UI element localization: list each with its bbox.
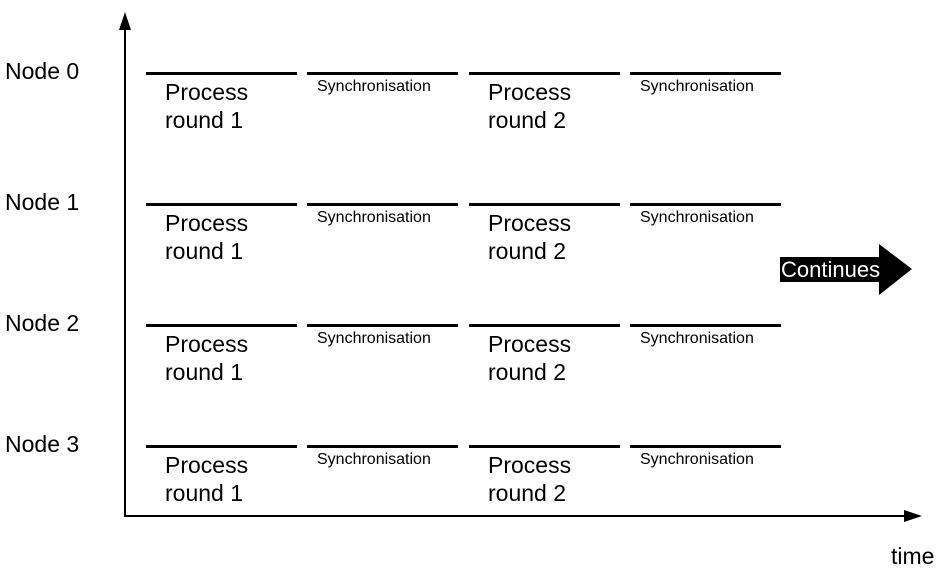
segment-line [307, 445, 458, 448]
segment-line [630, 72, 781, 75]
process-round-label: Process round 2 [488, 452, 572, 506]
x-axis-label: time [891, 543, 935, 569]
segment-line [146, 203, 297, 206]
segment-line [307, 203, 458, 206]
segment-line [146, 324, 297, 327]
node-label: Node 1 [5, 189, 80, 215]
segment-line [469, 324, 620, 327]
process-round-label: Process round 1 [165, 79, 249, 133]
x-axis-arrowhead [904, 510, 922, 522]
node-label: Node 2 [5, 310, 80, 336]
process-round-label: Process round 1 [165, 452, 249, 506]
synchronisation-label: Synchronisation [317, 330, 431, 347]
synchronisation-label: Synchronisation [640, 209, 754, 226]
continues-label: Continues [781, 257, 881, 282]
segment-line [469, 203, 620, 206]
process-round-label: Process round 1 [165, 331, 249, 385]
process-round-label: Process round 2 [488, 79, 572, 133]
process-round-label: Process round 1 [165, 210, 249, 264]
synchronisation-label: Synchronisation [640, 451, 754, 468]
segment-line [146, 72, 297, 75]
process-round-label: Process round 2 [488, 210, 572, 264]
continues-arrow [780, 244, 912, 295]
synchronisation-label: Synchronisation [317, 209, 431, 226]
segment-line [307, 72, 458, 75]
synchronisation-label: Synchronisation [640, 330, 754, 347]
segment-line [630, 324, 781, 327]
node-label: Node 3 [5, 431, 80, 457]
segment-line [630, 445, 781, 448]
segment-line [146, 445, 297, 448]
segment-line [469, 445, 620, 448]
synchronisation-label: Synchronisation [317, 451, 431, 468]
process-round-label: Process round 2 [488, 331, 572, 385]
synchronisation-label: Synchronisation [317, 78, 431, 95]
segment-line [630, 203, 781, 206]
synchronisation-label: Synchronisation [640, 78, 754, 95]
node-label: Node 0 [5, 58, 80, 84]
segment-line [307, 324, 458, 327]
segment-line [469, 72, 620, 75]
y-axis-arrowhead [119, 12, 131, 30]
